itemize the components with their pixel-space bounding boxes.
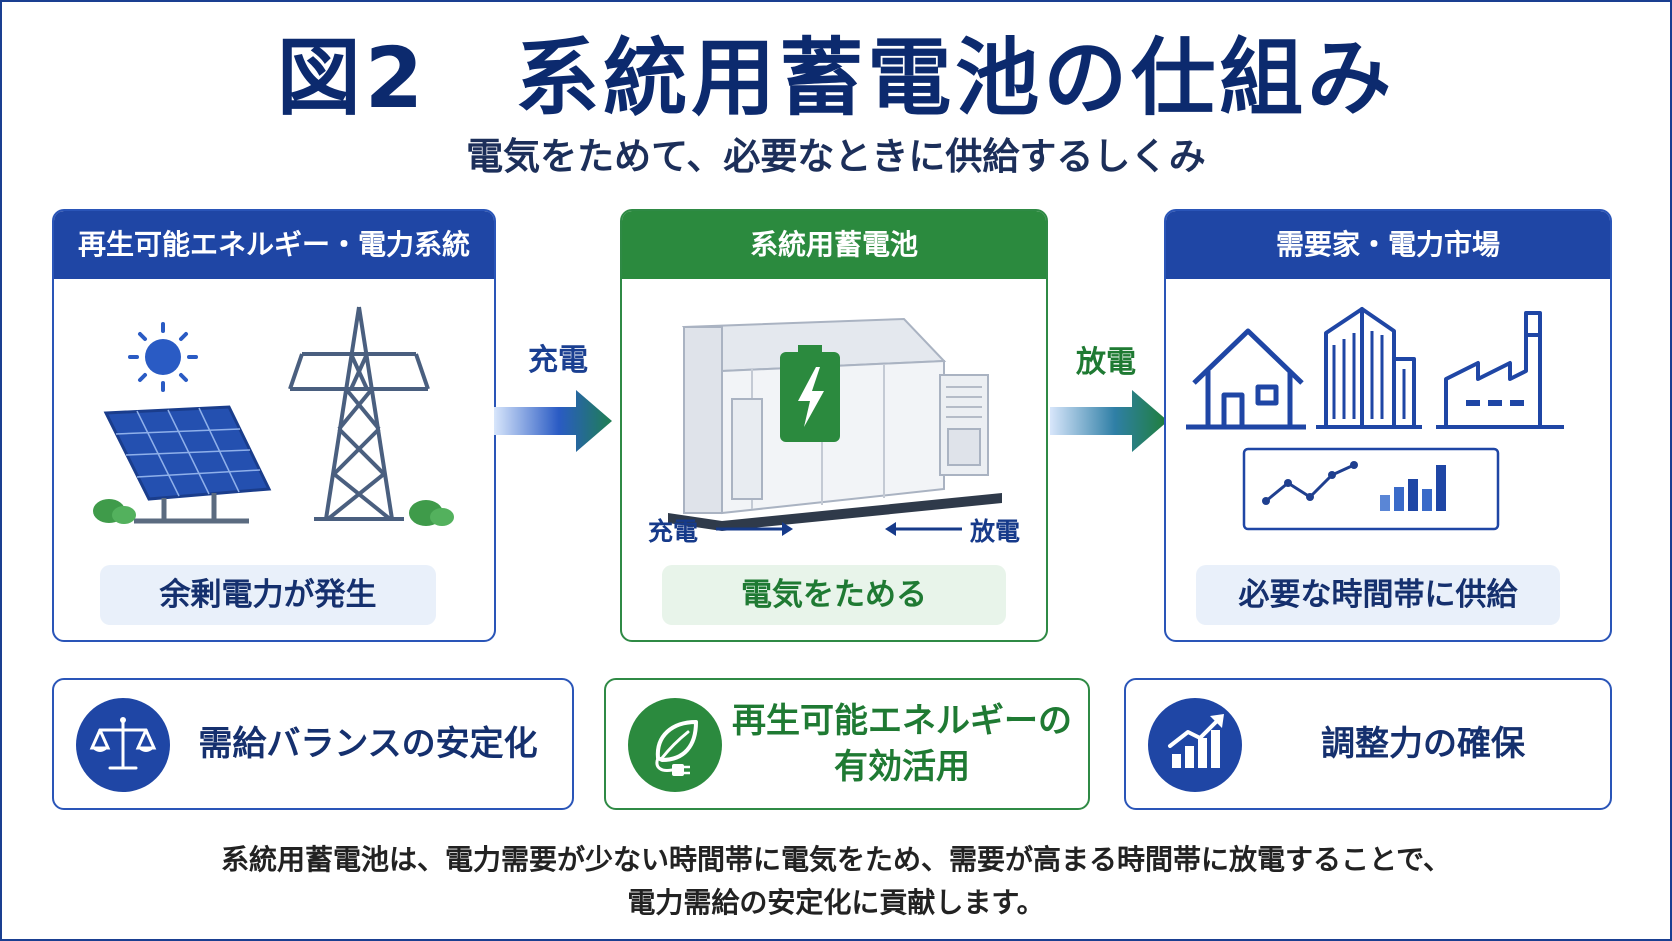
charge-arrow-icon bbox=[494, 390, 612, 452]
renewable-illustration bbox=[93, 306, 454, 526]
panel-grid-battery-caption: 電気をためる bbox=[662, 565, 1006, 625]
discharge-arrow-label: 放電 bbox=[1076, 345, 1136, 380]
panel-renewable-grid-header: 再生可能エネルギー・電力系統 bbox=[54, 211, 494, 279]
battery-illustration bbox=[668, 317, 1002, 531]
scale-icon bbox=[76, 698, 170, 792]
benefit-supply-demand-balance-line1: 需給バランスの安定化 bbox=[198, 724, 538, 764]
transmission-tower-icon bbox=[288, 306, 430, 521]
benefit-renewable-utilization-text: 再生可能エネルギーの 有効活用 bbox=[726, 680, 1078, 808]
page-title: 図2 系統用蓄電池の仕組み bbox=[276, 29, 1396, 127]
benefit-renewable-utilization: 再生可能エネルギーの 有効活用 bbox=[604, 678, 1090, 810]
discharge-arrow-icon bbox=[1050, 390, 1168, 452]
benefit-adjustment-capacity-text: 調整力の確保 bbox=[1246, 680, 1600, 808]
benefit-supply-demand-balance: 需給バランスの安定化 bbox=[52, 678, 574, 810]
factory-icon bbox=[1436, 311, 1564, 429]
benefit-supply-demand-balance-text: 需給バランスの安定化 bbox=[174, 680, 562, 808]
line-chart-icon bbox=[1262, 461, 1358, 505]
battery-icon bbox=[780, 345, 840, 442]
panel-consumers-market-header: 需要家・電力市場 bbox=[1166, 211, 1610, 279]
consumers-illustration bbox=[1186, 307, 1564, 531]
benefit-renewable-utilization-line1: 再生可能エネルギーの bbox=[732, 701, 1072, 741]
benefit-renewable-utilization-line2: 有効活用 bbox=[834, 747, 970, 787]
benefit-adjustment-capacity: 調整力の確保 bbox=[1124, 678, 1612, 810]
bush-icon bbox=[430, 508, 454, 526]
bar-chart-icon bbox=[1380, 465, 1446, 511]
benefit-adjustment-capacity-line1: 調整力の確保 bbox=[1321, 724, 1525, 764]
market-chart-frame bbox=[1242, 447, 1500, 531]
discharge-direction-label: 放電 bbox=[970, 517, 1021, 546]
discharge-direction-arrow-icon bbox=[885, 522, 962, 536]
panel-consumers-market-caption: 必要な時間帯に供給 bbox=[1196, 565, 1560, 625]
building-icon bbox=[1316, 307, 1422, 429]
sun-icon bbox=[128, 322, 198, 392]
footer-line-1: 系統用蓄電池は、電力需要が少ない時間帯に電気をため、需要が高まる時間帯に放電する… bbox=[220, 843, 1452, 876]
footer-line-2: 電力需給の安定化に貢献します。 bbox=[627, 886, 1045, 919]
house-icon bbox=[1186, 328, 1306, 430]
page-subtitle: 電気をためて、必要なときに供給するしくみ bbox=[466, 135, 1206, 178]
charge-direction-arrow-icon bbox=[716, 522, 793, 536]
growth-chart-icon bbox=[1148, 698, 1242, 792]
solar-panel-icon bbox=[93, 405, 272, 524]
panel-grid-battery: 系統用蓄電池 充電 放電 bbox=[620, 209, 1048, 642]
leaf-plug-icon bbox=[628, 698, 722, 792]
panel-grid-battery-header: 系統用蓄電池 bbox=[622, 211, 1046, 279]
panel-renewable-grid-caption: 余剰電力が発生 bbox=[100, 565, 436, 625]
panel-consumers-market: 需要家・電力市場 bbox=[1164, 209, 1612, 642]
charge-arrow-label: 充電 bbox=[528, 343, 588, 378]
battery-container-icon bbox=[668, 317, 1002, 531]
panel-renewable-grid: 再生可能エネルギー・電力系統 bbox=[52, 209, 496, 642]
charge-direction-label: 充電 bbox=[648, 517, 699, 546]
